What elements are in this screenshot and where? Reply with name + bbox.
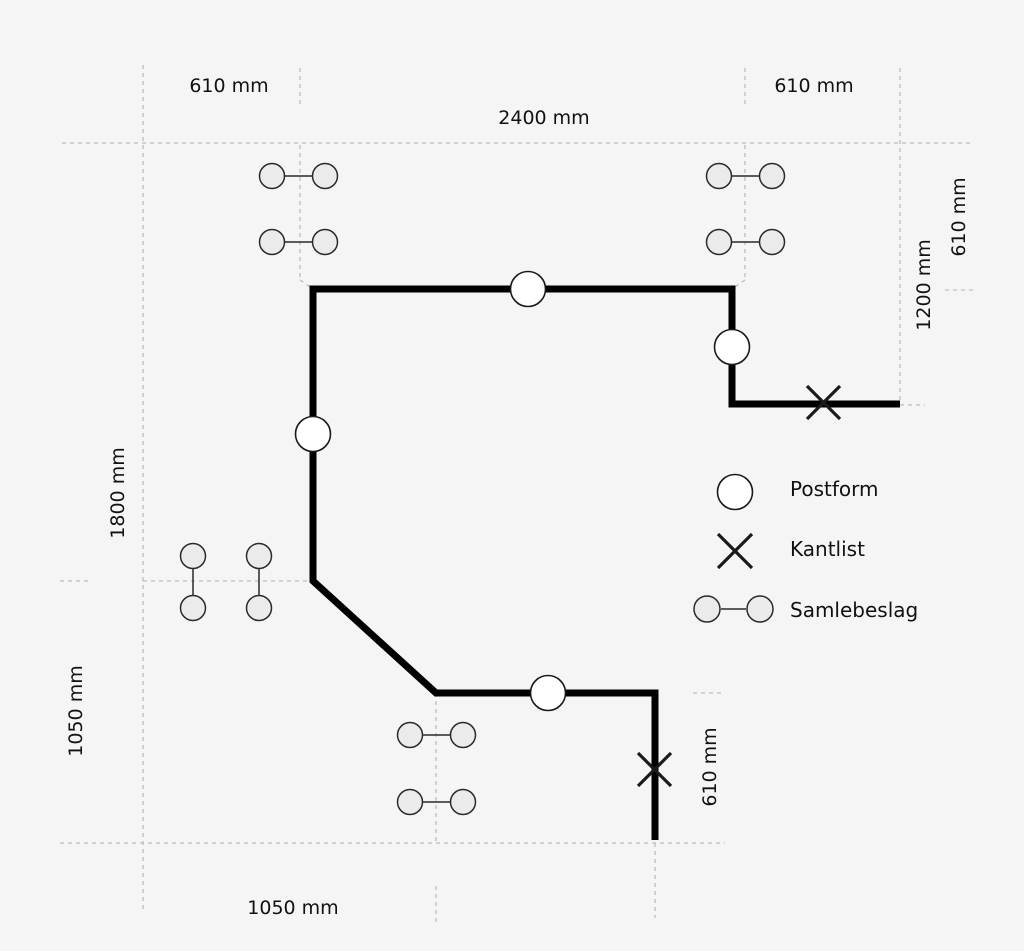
samlebeslag-marker	[705, 228, 786, 256]
samlebeslag-marker	[396, 788, 477, 816]
dimension-bottom: 1050 mm	[247, 897, 338, 919]
guide-line	[731, 279, 746, 290]
legend: Postform Kantlist Samlebeslag	[693, 473, 918, 623]
kantlist-marker	[805, 384, 842, 421]
samlebeslag-marker	[396, 721, 477, 749]
postform-marker	[713, 328, 751, 366]
dimension-right-height: 1200 mm	[913, 239, 935, 330]
dimension-right-top: 610 mm	[948, 177, 970, 256]
samlebeslag-marker	[179, 542, 207, 622]
legend-kantlist-label: Kantlist	[790, 537, 865, 561]
dimension-top-right: 610 mm	[774, 75, 853, 97]
dimension-top-total: 2400 mm	[498, 107, 589, 129]
legend-postform-label: Postform	[790, 477, 878, 501]
kantlist-legend-icon	[716, 532, 754, 570]
guide-lines	[60, 65, 975, 922]
kantlist-marker	[636, 751, 673, 788]
samlebeslag-marker	[705, 162, 786, 190]
dimension-left-height: 1800 mm	[107, 447, 129, 538]
countertop-outline	[309, 285, 900, 840]
dimension-bottom-right: 610 mm	[699, 727, 721, 806]
legend-samlebeslag-label: Samlebeslag	[790, 598, 918, 622]
samlebeslag-legend-icon	[693, 595, 774, 623]
dimension-left-lower: 1050 mm	[65, 665, 87, 756]
postform-markers	[294, 270, 751, 712]
postform-marker	[294, 415, 332, 453]
guide-line	[299, 279, 314, 290]
samlebeslag-marker	[258, 162, 339, 190]
samlebeslag-marker	[245, 542, 273, 622]
samlebeslag-marker	[258, 228, 339, 256]
dimension-top-left: 610 mm	[189, 75, 268, 97]
postform-marker	[509, 270, 547, 308]
postform-marker	[529, 674, 567, 712]
postform-legend-icon	[716, 473, 754, 511]
